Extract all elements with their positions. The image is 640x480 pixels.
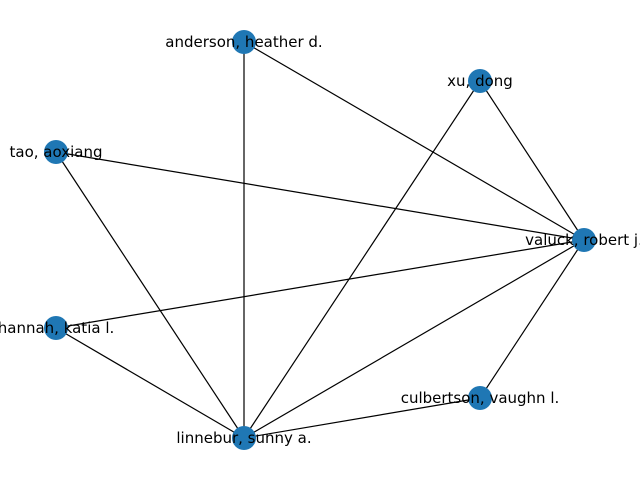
node-label-tao: tao, aoxiang — [10, 143, 103, 161]
node-tao — [44, 140, 68, 164]
edge-tao-linnebur — [55, 151, 245, 439]
edge-valuck-linnebur — [243, 239, 585, 439]
edge-anderson-valuck — [243, 41, 585, 241]
node-label-culbertson: culbertson, vaughn l. — [401, 389, 560, 407]
node-label-xu: xu, dong — [447, 72, 513, 90]
node-label-anderson: anderson, heather d. — [165, 33, 322, 51]
edge-culbertson-linnebur — [243, 397, 481, 439]
nodes-layer — [44, 30, 596, 450]
edges-layer — [55, 41, 585, 439]
edge-tao-valuck — [55, 151, 585, 241]
node-hannah — [44, 316, 68, 340]
node-label-valuck: valuck, robert j. — [525, 231, 640, 249]
labels-layer: anderson, heather d. xu, dong tao, aoxiang… — [0, 33, 640, 447]
edge-xu-linnebur — [243, 80, 481, 439]
node-label-linnebur: linnebur, sunny a. — [176, 429, 311, 447]
edge-valuck-culbertson — [479, 239, 585, 399]
node-culbertson — [468, 386, 492, 410]
node-anderson — [232, 30, 256, 54]
node-label-hannah: hannah, katia l. — [0, 319, 114, 337]
node-linnebur — [232, 426, 256, 450]
edge-hannah-linnebur — [55, 327, 245, 439]
node-xu — [468, 69, 492, 93]
edge-xu-valuck — [479, 80, 585, 241]
edge-valuck-hannah — [55, 239, 585, 329]
node-valuck — [572, 228, 596, 252]
